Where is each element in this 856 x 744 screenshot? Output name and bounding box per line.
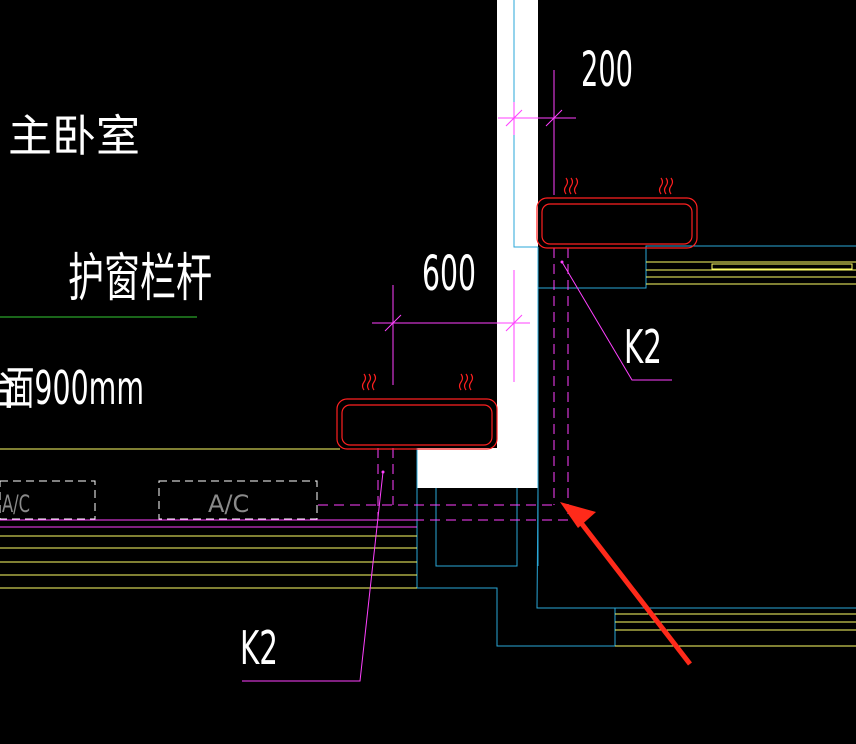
ac-label-right: A/C [208,490,249,518]
red-arrow [560,502,692,666]
dimension-600-label: 600 [422,246,476,302]
k2-bottom-leader [242,471,384,682]
height-note-label: 面900mm [6,361,144,415]
ac-label-left: A/C [2,490,30,518]
ac-unit-upper [536,177,698,249]
wall-l-shape [417,0,538,488]
ac-unit-lower [336,373,498,450]
yellow-floor-lines [0,261,856,647]
magenta-lines [0,519,417,528]
cyan-wall-lines [416,0,856,647]
dimension-200-label: 200 [581,42,633,98]
dimension-200 [498,70,576,195]
k2-right-label: K2 [624,320,662,374]
k2-bottom-label: K2 [240,621,278,675]
k2-right-point [560,260,564,264]
k2-right-leader [561,261,672,381]
height-note-prefix: 台 [0,364,18,415]
k2-dashed-pipes [318,248,569,521]
k2-bottom-point [381,470,385,474]
dimension-600 [372,270,530,385]
room-label: 主卧室 [8,111,140,162]
indoor-ac-boxes [0,480,318,520]
railing-label: 护窗栏杆 [68,249,212,309]
